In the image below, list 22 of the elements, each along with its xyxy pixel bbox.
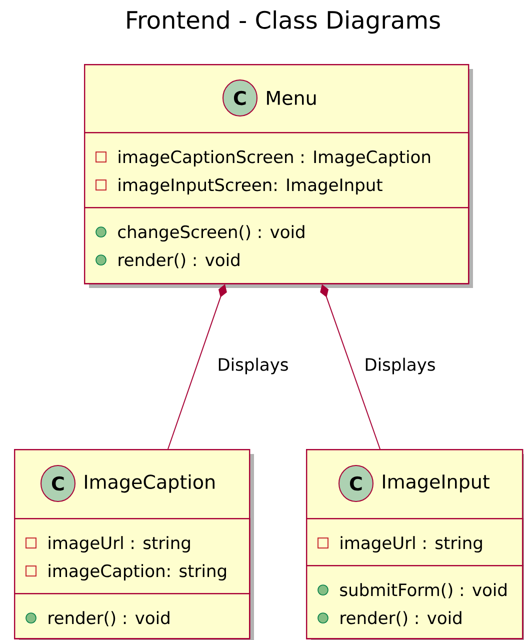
edge-label: Displays (363, 356, 437, 376)
method-compartment (306, 565, 524, 640)
member-text: imageInputScreen: ImageInput (118, 178, 382, 195)
member-text: imageCaptionScreen : ImageCaption (118, 150, 430, 167)
member-text: imageUrl : string (48, 536, 190, 553)
member-text: render() : void (48, 611, 170, 626)
member-text: changeScreen() : void (118, 225, 304, 242)
edge-label: Displays (216, 356, 290, 376)
method-compartment (84, 207, 470, 284)
member-text: render() : void (340, 611, 462, 626)
method-compartment (14, 593, 250, 640)
class-name: Menu (267, 90, 316, 106)
member-text: imageCaption: string (48, 564, 226, 581)
member-text: imageUrl : string (340, 536, 482, 553)
member-text: render() : void (118, 253, 240, 268)
attribute-compartment (84, 132, 470, 208)
attribute-compartment (306, 518, 524, 566)
class-name: ImageCaption (85, 474, 214, 493)
member-text: submitForm() : void (340, 583, 506, 598)
class-name: ImageInput (383, 474, 490, 492)
attribute-compartment (14, 518, 250, 594)
title: Frontend - Class Diagrams (127, 10, 440, 34)
